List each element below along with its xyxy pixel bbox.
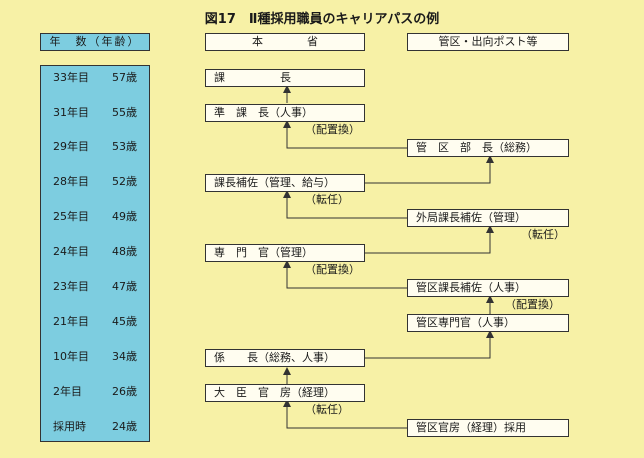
- age-row-age: 47歳: [112, 280, 137, 293]
- age-row-year: 23年目: [53, 280, 89, 293]
- age-row-year: 10年目: [53, 350, 89, 363]
- age-row: 10年目 34歳: [41, 350, 149, 364]
- age-row: 24年目 48歳: [41, 245, 149, 259]
- age-row-age: 34歳: [112, 350, 137, 363]
- age-row-year: 33年目: [53, 71, 89, 84]
- position-deputy-section-chief: 準 課 長（人事）: [205, 104, 365, 122]
- position-section-chief: 課 長: [205, 69, 365, 87]
- age-row: 31年目 55歳: [41, 106, 149, 120]
- age-row: 採用時 24歳: [41, 420, 149, 434]
- position-regional-specialist: 管区専門官（人事）: [407, 314, 569, 332]
- transfer-note: （転任）: [521, 228, 565, 241]
- position-regional-assistant-chief: 管区課長補佐（人事）: [407, 279, 569, 297]
- age-row-year: 29年目: [53, 140, 89, 153]
- position-assistant-section-chief: 課長補佐（管理、給与）: [205, 174, 365, 192]
- age-row-age: 55歳: [112, 106, 137, 119]
- age-row-age: 49歳: [112, 210, 137, 223]
- age-row-year: 31年目: [53, 106, 89, 119]
- diagram-title: 図17 Ⅱ種採用職員のキャリアパスの例: [204, 12, 440, 27]
- position-external-assistant-chief: 外局課長補佐（管理）: [407, 209, 569, 227]
- age-row: 21年目 45歳: [41, 315, 149, 329]
- age-row: 29年目 53歳: [41, 140, 149, 154]
- age-row-year: 25年目: [53, 210, 89, 223]
- age-row: 23年目 47歳: [41, 280, 149, 294]
- age-row: 25年目 49歳: [41, 210, 149, 224]
- age-row-age: 57歳: [112, 71, 137, 84]
- age-row-year: 21年目: [53, 315, 89, 328]
- age-row-age: 48歳: [112, 245, 137, 258]
- headquarters-column-header: 本 省: [205, 33, 365, 51]
- transfer-note: （配置換）: [305, 123, 360, 136]
- transfer-note: （転任）: [305, 403, 349, 416]
- transfer-note: （配置換）: [505, 298, 560, 311]
- age-row: 28年目 52歳: [41, 175, 149, 189]
- age-column-header: 年 数（年齢）: [40, 33, 150, 51]
- age-row-year: 24年目: [53, 245, 89, 258]
- age-row-age: 53歳: [112, 140, 137, 153]
- position-regional-secretariat-hire: 管区官房（経理）採用: [407, 419, 569, 437]
- transfer-note: （配置換）: [305, 263, 360, 276]
- regional-column-header: 管区・出向ポスト等: [407, 33, 569, 51]
- age-row-age: 52歳: [112, 175, 137, 188]
- age-row-age: 26歳: [112, 385, 137, 398]
- age-row: 2年目 26歳: [41, 385, 149, 399]
- age-row-age: 45歳: [112, 315, 137, 328]
- age-row-year: 採用時: [53, 420, 86, 433]
- position-ministers-secretariat: 大 臣 官 房（経理）: [205, 384, 365, 402]
- age-row: 33年目 57歳: [41, 71, 149, 85]
- transfer-note: （転任）: [305, 193, 349, 206]
- age-row-year: 28年目: [53, 175, 89, 188]
- position-unit-chief: 係 長（総務、人事）: [205, 349, 365, 367]
- age-row-age: 24歳: [112, 420, 137, 433]
- age-row-year: 2年目: [53, 385, 82, 398]
- position-regional-director: 管 区 部 長（総務）: [407, 139, 569, 157]
- position-specialist: 専 門 官（管理）: [205, 244, 365, 262]
